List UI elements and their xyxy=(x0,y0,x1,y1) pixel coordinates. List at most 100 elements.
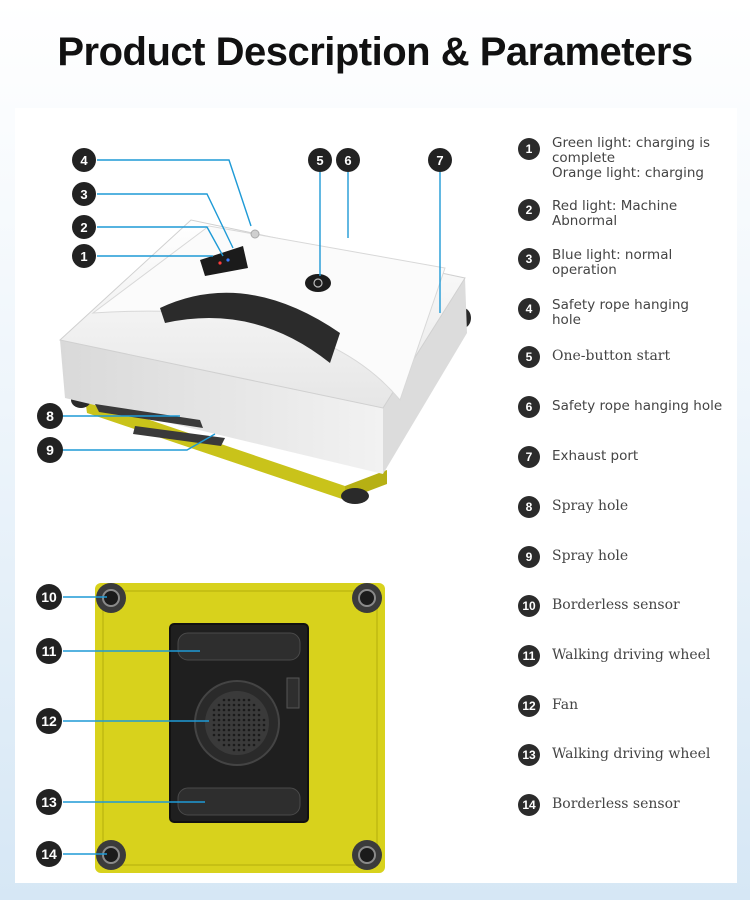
display-panel xyxy=(200,246,248,276)
legend-number: 13 xyxy=(518,744,540,766)
fan-hole xyxy=(232,738,236,742)
fan-hole xyxy=(242,698,246,702)
fan-hole xyxy=(222,708,226,712)
fan-hole xyxy=(257,713,261,717)
fan-hole xyxy=(227,713,231,717)
fan-hole xyxy=(227,723,231,727)
fan-hole xyxy=(232,733,236,737)
fan-hole xyxy=(232,713,236,717)
callout-marker-14: 14 xyxy=(36,841,62,867)
fan-hole xyxy=(222,718,226,722)
fan-hole xyxy=(227,733,231,737)
fan-hole xyxy=(232,723,236,727)
legend-text: Red light: Machine Abnormal xyxy=(552,198,678,229)
rope-hole xyxy=(250,229,260,239)
handle-slot xyxy=(160,292,340,363)
fan-hole xyxy=(237,703,241,707)
legend-item: 8 Spray hole xyxy=(518,496,628,518)
fan-hole xyxy=(227,718,231,722)
fan-hole xyxy=(252,738,256,742)
legend-number: 5 xyxy=(518,346,540,368)
legend-number: 10 xyxy=(518,595,540,617)
fan-hole xyxy=(252,708,256,712)
fan-hole xyxy=(227,728,231,732)
legend-item: 1 Green light: charging is complete Oran… xyxy=(518,135,711,181)
legend-text: Blue light: normal operation xyxy=(552,247,673,278)
callout-marker-5: 5 xyxy=(308,148,332,172)
fan-hole xyxy=(257,708,261,712)
fan-hole xyxy=(242,733,246,737)
legend-item: 2 Red light: Machine Abnormal xyxy=(518,199,677,229)
fan-hole xyxy=(257,718,261,722)
fan-hole xyxy=(242,723,246,727)
fan-hole xyxy=(247,698,251,702)
fan-hole xyxy=(252,728,256,732)
fan-hole xyxy=(222,743,226,747)
legend-item: 9 Spray hole xyxy=(518,546,628,568)
fan-hole xyxy=(247,703,251,707)
legend-text: Borderless sensor xyxy=(552,597,680,613)
fan-hole xyxy=(257,728,261,732)
fan-hole xyxy=(232,743,236,747)
fan-hole xyxy=(227,698,231,702)
legend-item: 4 Safety rope hanging hole xyxy=(518,298,689,328)
fan-hole xyxy=(257,733,261,737)
fan-hole xyxy=(217,713,221,717)
fan-hole xyxy=(222,703,226,707)
legend-text: Exhaust port xyxy=(552,448,639,464)
legend-number: 8 xyxy=(518,496,540,518)
fan-hole xyxy=(252,718,256,722)
fan-hole xyxy=(222,698,226,702)
fan-hole xyxy=(237,723,241,727)
fan-hole xyxy=(222,723,226,727)
fan-hole xyxy=(247,713,251,717)
fan-hole xyxy=(247,718,251,722)
fan-hole xyxy=(232,698,236,702)
corner-sensors xyxy=(96,583,382,870)
fan-hole xyxy=(242,748,246,752)
callout-marker-8: 8 xyxy=(37,403,63,429)
fan-hole xyxy=(217,708,221,712)
product-panel: 4 3 2 1 5 6 7 8 9 xyxy=(15,108,737,883)
legend-number: 14 xyxy=(518,794,540,816)
fan-hole xyxy=(217,703,221,707)
legend-text: Walking driving wheel xyxy=(552,746,711,762)
fan-hole xyxy=(252,703,256,707)
power-button xyxy=(305,274,331,292)
callout-marker-13: 13 xyxy=(36,789,62,815)
legend-text: Green light: charging is complete Orange… xyxy=(552,135,711,181)
callout-marker-11: 11 xyxy=(36,638,62,664)
legend-item: 3 Blue light: normal operation xyxy=(518,248,672,278)
legend-text: Safety rope hanging hole xyxy=(552,398,723,414)
legend-number: 3 xyxy=(518,248,540,270)
fan-hole xyxy=(222,728,226,732)
callout-marker-3: 3 xyxy=(72,182,96,206)
fan-hole xyxy=(252,743,256,747)
robot-bottom-view xyxy=(63,583,385,873)
fan-hole xyxy=(252,713,256,717)
fan-hole xyxy=(217,728,221,732)
fan-hole xyxy=(242,743,246,747)
fan-hole xyxy=(247,723,251,727)
fan-hole xyxy=(237,718,241,722)
fan-hole xyxy=(242,708,246,712)
fan-hole xyxy=(252,733,256,737)
robot-top-view xyxy=(55,159,471,504)
fan-hole xyxy=(217,738,221,742)
fan-hole xyxy=(237,728,241,732)
legend-text: One-button start xyxy=(552,348,671,364)
legend-item: 13 Walking driving wheel xyxy=(518,744,710,766)
callout-marker-9: 9 xyxy=(37,437,63,463)
legend-number: 2 xyxy=(518,199,540,221)
legend-text: Spray hole xyxy=(552,548,629,564)
legend-item: 14 Borderless sensor xyxy=(518,794,680,816)
legend-text: Safety rope hanging hole xyxy=(552,297,689,328)
fan-hole xyxy=(232,748,236,752)
fan-hole xyxy=(227,743,231,747)
legend-number: 11 xyxy=(518,645,540,667)
legend-item: 6 Safety rope hanging hole xyxy=(518,396,722,418)
callout-marker-4: 4 xyxy=(72,148,96,172)
fan-hole xyxy=(242,728,246,732)
fan-hole xyxy=(242,703,246,707)
legend-number: 6 xyxy=(518,396,540,418)
